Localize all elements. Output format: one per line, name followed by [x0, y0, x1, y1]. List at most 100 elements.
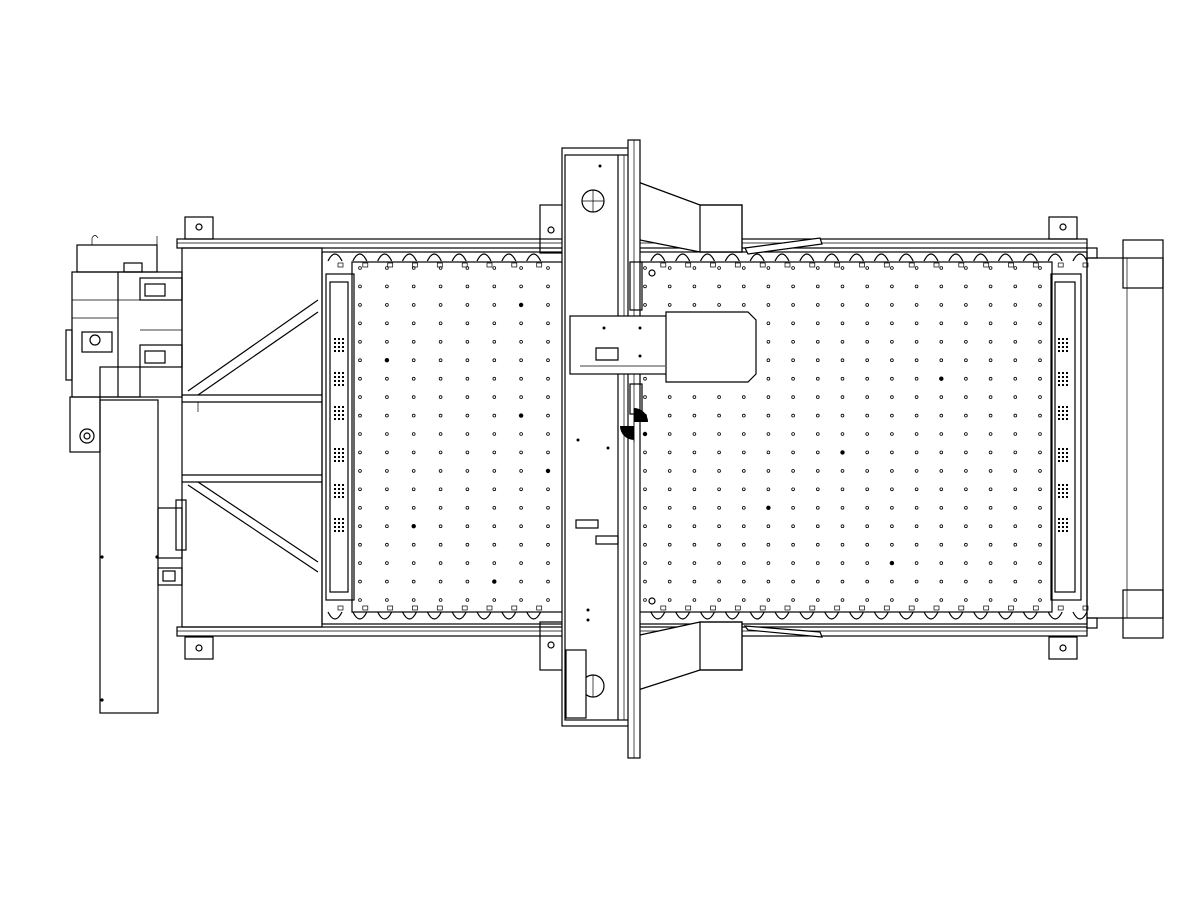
bed-hole	[939, 376, 944, 381]
rail-clamp	[699, 253, 716, 262]
clamp-block	[1008, 605, 1014, 611]
bed-hole	[939, 358, 944, 363]
bed-hole	[492, 542, 497, 547]
clamp-block	[536, 262, 543, 268]
bed-hole	[964, 413, 968, 418]
bed-hole	[964, 524, 968, 528]
rail-clamp	[799, 611, 815, 620]
bed-hole	[717, 469, 721, 473]
bed-hole	[717, 598, 721, 602]
bed-hole	[766, 450, 771, 455]
bed-hole	[865, 321, 869, 326]
rail-clamp	[451, 253, 467, 262]
bed-hole	[643, 542, 647, 547]
vent-dot	[1058, 410, 1060, 412]
vent-dot	[342, 350, 344, 352]
bed-hole	[865, 284, 869, 289]
control-cabinet	[99, 399, 183, 714]
bed-hole	[546, 598, 550, 602]
bed-hole	[766, 487, 771, 492]
bed-hole	[546, 487, 550, 492]
bed-hole	[519, 598, 523, 602]
clamp-block	[685, 605, 692, 611]
vent-dot	[334, 342, 336, 344]
clamp-block	[362, 605, 369, 611]
bed-hole	[1038, 524, 1042, 528]
bed-hole	[717, 561, 721, 565]
vent-dot	[342, 496, 344, 498]
bed-hole	[741, 579, 746, 584]
vent-dot	[1066, 456, 1068, 458]
bed-hole	[1038, 542, 1042, 547]
bed-hole	[840, 561, 845, 565]
pulley-icon	[89, 334, 101, 346]
bed-hole	[643, 450, 647, 455]
bed-hole	[815, 598, 820, 602]
clamp-block	[337, 605, 344, 611]
bed-hole	[667, 579, 672, 584]
bed-hole	[939, 450, 944, 455]
bed-hole	[465, 284, 470, 289]
bed-hole	[692, 561, 697, 565]
vent-dot	[338, 492, 340, 494]
vent-dot	[334, 530, 336, 532]
bed-hole	[643, 524, 647, 528]
vent-dot	[334, 496, 336, 498]
clamp-block	[387, 262, 394, 268]
bed-hole	[518, 413, 524, 418]
bed-hole	[766, 542, 771, 547]
vent-dot	[1066, 492, 1068, 494]
bed-hole	[465, 303, 470, 307]
vent-dot	[342, 530, 344, 532]
bed-hole	[1038, 266, 1042, 270]
bed-hole	[385, 579, 389, 584]
vent-dot	[1066, 526, 1068, 528]
clamp-block	[660, 605, 667, 611]
bed-hole	[358, 524, 362, 528]
vent-dot	[1062, 418, 1064, 420]
vent-dot	[338, 484, 340, 486]
bed-hole	[741, 284, 746, 289]
bed-hole	[964, 450, 968, 455]
bed-hole	[988, 432, 993, 436]
bed-hole	[1013, 303, 1018, 307]
rail-clamp	[1072, 253, 1088, 262]
bed-hole	[519, 395, 523, 399]
rail-clamp	[774, 611, 790, 620]
rail-clamp	[848, 253, 865, 262]
vent-dot	[1058, 350, 1060, 352]
bed-hole	[791, 266, 795, 270]
bed-hole	[890, 321, 894, 326]
bed-hole	[546, 505, 550, 510]
bed-hole	[385, 321, 389, 326]
rail-clamp	[451, 611, 467, 620]
vent-dot	[1058, 492, 1060, 494]
clamp-block	[1057, 605, 1064, 611]
bed-hole	[692, 432, 697, 436]
bed-hole	[964, 487, 968, 492]
bed-hole	[411, 284, 416, 289]
vent-slots	[334, 338, 1068, 532]
bed-hole	[492, 598, 497, 602]
bed-hole	[465, 395, 470, 399]
vent-dot	[334, 452, 336, 454]
bed-hole	[717, 487, 721, 492]
bed-hole	[465, 598, 470, 602]
bed-hole	[890, 376, 894, 381]
vent-dot	[334, 406, 336, 408]
rail-clamp	[1072, 611, 1088, 620]
bed-hole	[411, 395, 416, 399]
bed-hole	[840, 358, 845, 363]
bed-hole	[385, 469, 389, 473]
bed-hole	[988, 561, 993, 565]
clamp-block	[461, 605, 468, 611]
rail-clamp	[774, 253, 790, 262]
bed-hole	[766, 524, 771, 528]
bed-hole	[492, 339, 497, 344]
bed-hole	[939, 413, 944, 418]
bed-hole	[465, 432, 470, 436]
clamp-block	[809, 262, 816, 268]
machine-table	[321, 251, 1089, 625]
bed-hole	[465, 469, 470, 473]
